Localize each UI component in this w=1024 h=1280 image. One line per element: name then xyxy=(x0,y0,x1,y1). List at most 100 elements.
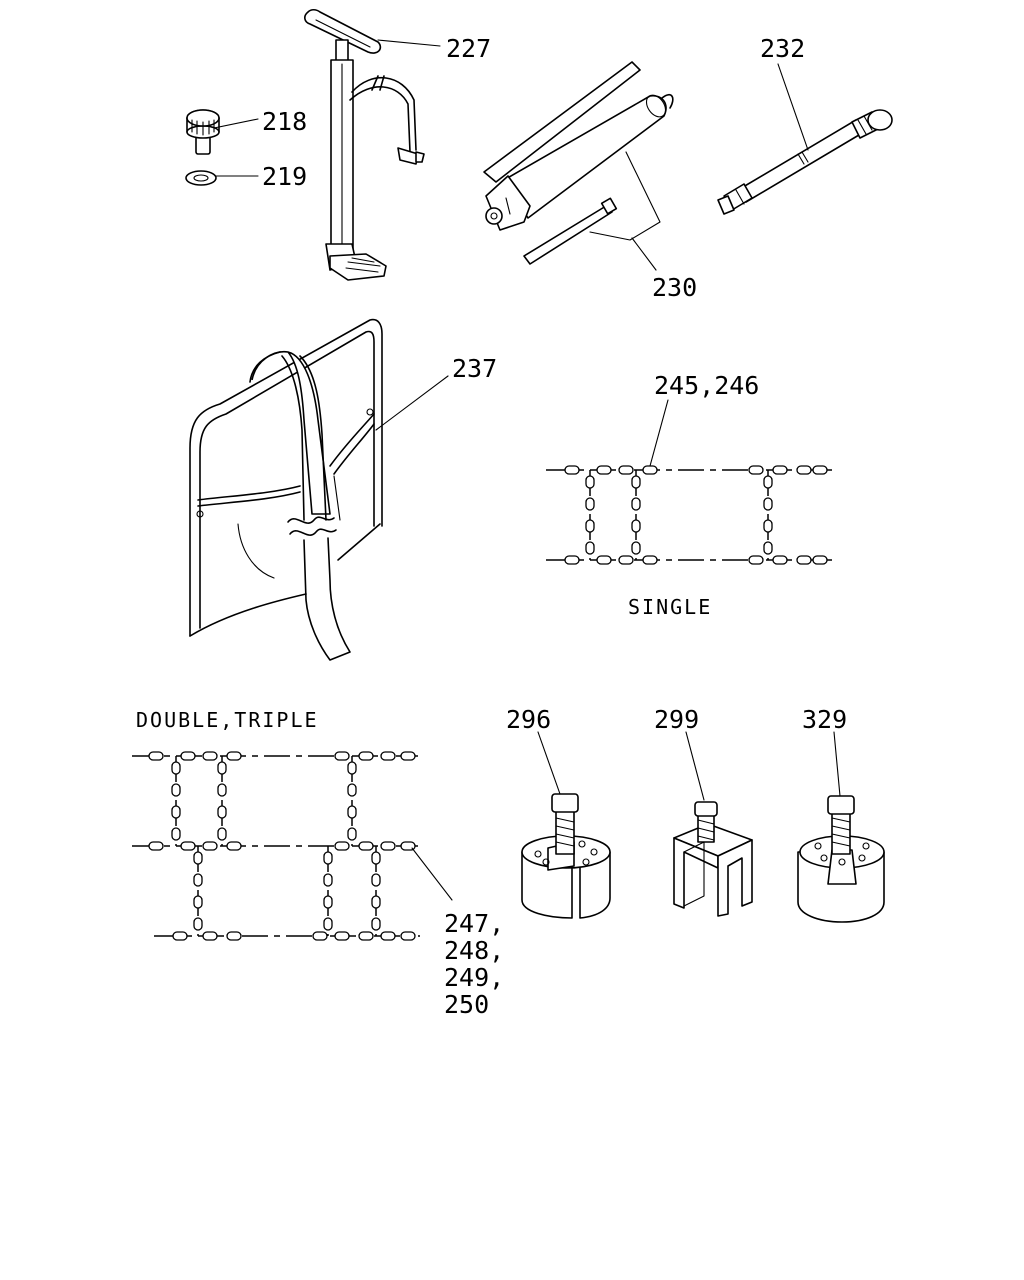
callout-label-329: 329 xyxy=(802,705,847,734)
chain-link xyxy=(148,751,164,761)
tire-pump xyxy=(304,8,425,281)
chain-link xyxy=(323,917,333,931)
chain-link xyxy=(347,805,357,819)
grease-hose xyxy=(717,109,893,215)
callout-label-250: 250 xyxy=(444,990,489,1019)
callout-label-232: 232 xyxy=(760,34,805,63)
callout-299: 299 xyxy=(654,705,705,801)
callout-label-218: 218 xyxy=(262,107,307,136)
chain-link xyxy=(585,541,595,555)
chain-link xyxy=(334,751,350,761)
chain-link xyxy=(763,541,773,555)
chain-link xyxy=(193,895,203,909)
single-tire-chain xyxy=(546,465,832,565)
chain-link xyxy=(217,805,227,819)
callout-label-299: 299 xyxy=(654,705,699,734)
chain-link xyxy=(193,851,203,865)
chain-link xyxy=(618,555,634,565)
chain-link xyxy=(148,841,164,851)
tool-bag xyxy=(189,318,383,661)
chain-link xyxy=(642,465,658,475)
chain-link xyxy=(748,465,764,475)
chain-link xyxy=(400,931,416,941)
puller-296 xyxy=(521,793,611,919)
chain-link xyxy=(642,555,658,565)
callout-label-247: 247, xyxy=(444,909,504,938)
chain-link xyxy=(358,931,374,941)
chain-link xyxy=(358,751,374,761)
chain-link xyxy=(171,805,181,819)
chain-link xyxy=(585,497,595,511)
chain-link xyxy=(772,465,788,475)
chain-link xyxy=(763,497,773,511)
chain-link xyxy=(596,465,612,475)
chain-link xyxy=(202,841,218,851)
chain-link xyxy=(763,519,773,533)
chain-link xyxy=(226,751,242,761)
chain-link xyxy=(312,931,328,941)
callout-245-246: 245,246 xyxy=(649,371,759,467)
chain-link xyxy=(217,783,227,797)
chain-link xyxy=(334,931,350,941)
callout-247-250: 247, 248, 249, 250 xyxy=(411,847,504,1019)
chain-link xyxy=(347,783,357,797)
chain-link xyxy=(172,931,188,941)
chain-link xyxy=(334,841,350,851)
chain-link xyxy=(358,841,374,851)
note-double-triple: DOUBLE,TRIPLE xyxy=(136,708,319,732)
callout-296: 296 xyxy=(506,705,561,795)
chain-link xyxy=(171,783,181,797)
chain-link xyxy=(564,465,580,475)
chain-link xyxy=(631,497,641,511)
chain-link xyxy=(193,873,203,887)
chain-link xyxy=(585,475,595,489)
callout-232: 232 xyxy=(760,34,809,151)
chain-link xyxy=(564,555,580,565)
chain-link xyxy=(323,851,333,865)
chain-link xyxy=(371,895,381,909)
double-triple-tire-chain xyxy=(132,751,420,941)
chain-link xyxy=(812,465,828,475)
chain-link xyxy=(371,917,381,931)
valve-cap xyxy=(186,109,220,155)
chain-link xyxy=(180,751,196,761)
chain-link xyxy=(748,555,764,565)
chain-link xyxy=(596,555,612,565)
callout-label-227: 227 xyxy=(446,34,491,63)
chain-link xyxy=(371,851,381,865)
puller-329 xyxy=(797,795,885,923)
callout-label-219: 219 xyxy=(262,162,307,191)
chain-link xyxy=(371,873,381,887)
callout-label-230: 230 xyxy=(652,273,697,302)
chain-link xyxy=(171,761,181,775)
chain-link xyxy=(796,555,812,565)
callout-label-237: 237 xyxy=(452,354,497,383)
callout-329: 329 xyxy=(802,705,847,797)
chain-link xyxy=(585,519,595,533)
callout-label-296: 296 xyxy=(506,705,551,734)
chain-link xyxy=(631,541,641,555)
chain-link xyxy=(202,931,218,941)
chain-link xyxy=(763,475,773,489)
chain-link xyxy=(217,827,227,841)
chain-link xyxy=(347,761,357,775)
puller-299 xyxy=(673,801,753,917)
washer xyxy=(185,170,217,186)
chain-link xyxy=(631,475,641,489)
callout-label-249: 249, xyxy=(444,963,504,992)
chain-link xyxy=(380,751,396,761)
chain-link xyxy=(631,519,641,533)
callout-227: 227 xyxy=(377,34,491,63)
grease-gun xyxy=(483,61,674,265)
callout-218: 218 xyxy=(213,107,307,136)
chain-link xyxy=(400,751,416,761)
chain-link xyxy=(347,827,357,841)
chain-link xyxy=(772,555,788,565)
chain-link xyxy=(180,841,196,851)
chain-link xyxy=(202,751,218,761)
chain-link xyxy=(226,931,242,941)
chain-link xyxy=(171,827,181,841)
chain-link xyxy=(380,931,396,941)
chain-link xyxy=(323,873,333,887)
